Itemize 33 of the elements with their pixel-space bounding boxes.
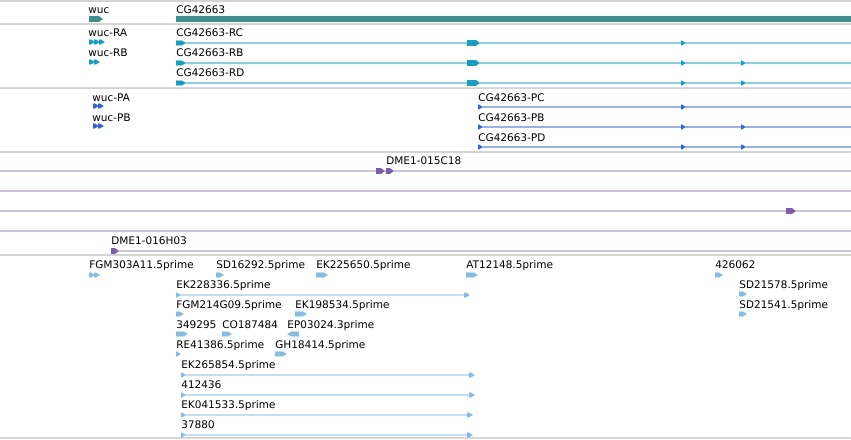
feature-label: wuc-RA [88, 28, 127, 36]
feature-label: 349295 [177, 320, 216, 328]
feature-label: AT12148.5prime [466, 260, 552, 270]
feature-label: 412436 [182, 380, 221, 388]
feature-label: CO187484 [222, 320, 278, 328]
feature-label: EK228336.5prime [177, 280, 270, 290]
feature-label: EK198534.5prime [296, 300, 389, 310]
feature-label: EK265854.5prime [182, 360, 275, 370]
feature-label: CG42663-PD [478, 133, 545, 142]
feature-label: wuc-PB [92, 113, 130, 122]
feature-label: SD21578.5prime [740, 280, 828, 290]
feature-label: SD16292.5prime [216, 260, 304, 270]
feature-label: SD21541.5prime [740, 300, 828, 310]
feature-label: CG42663 [176, 5, 224, 14]
feature-label: EP03024.3prime [288, 320, 374, 330]
feature-label: EK225650.5prime [317, 260, 410, 270]
feature-label: wuc-RB [88, 48, 127, 56]
feature-label: CG42663-RB [176, 48, 243, 56]
feature-label: 37880 [182, 420, 214, 428]
feature-label: GH18414.5prime [276, 340, 365, 350]
feature-label: CG42663-RC [176, 28, 242, 36]
feature-label: wuc-PA [92, 93, 130, 102]
feature-label: FGM303A11.5prime [90, 260, 194, 270]
feature-label: wuc [88, 7, 109, 14]
feature-label: CG42663-RD [176, 68, 244, 76]
feature-label: DME1-016H03 [112, 236, 186, 244]
feature-label: DME1-015C18 [387, 156, 460, 164]
feature-label: FGM214G09.5prime [177, 300, 281, 310]
feature-label: CG42663-PC [478, 93, 544, 102]
feature-label: CG42663-PB [478, 113, 544, 122]
feature-label: 426062 [716, 260, 754, 268]
feature-label: EK041533.5prime [182, 400, 275, 410]
feature-label: RE41386.5prime [177, 340, 264, 350]
